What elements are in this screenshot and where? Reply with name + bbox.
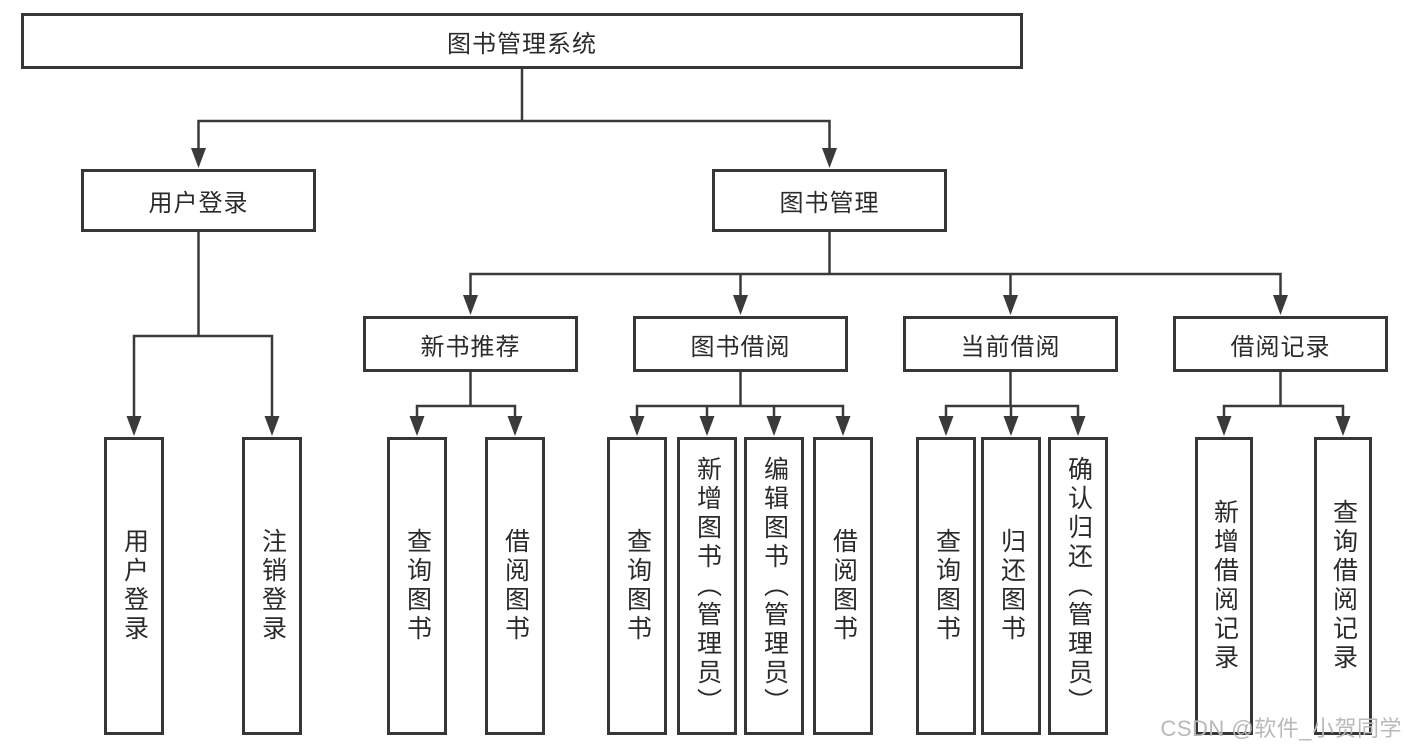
- node-borrow-record: 借阅记录: [1173, 316, 1388, 372]
- leaf-logout: 注销登录: [242, 437, 302, 735]
- leaf-add-borrow-record: 新增借阅记录: [1195, 437, 1253, 735]
- leaf-return-book: 归还图书: [981, 437, 1041, 735]
- watermark: CSDN @软件_小贺同学: [1160, 716, 1402, 741]
- node-root: 图书管理系统: [21, 13, 1023, 69]
- leaf-add-book-admin: 新增图书（管理员）: [677, 437, 737, 735]
- node-book-borrow: 图书借阅: [633, 316, 848, 372]
- leaf-edit-book-admin: 编辑图书（管理员）: [744, 437, 804, 735]
- leaf-query-book-recommend: 查询图书: [387, 437, 447, 735]
- leaf-query-book-borrow: 查询图书: [607, 437, 667, 735]
- node-book-management: 图书管理: [712, 169, 947, 232]
- leaf-borrow-book: 借阅图书: [813, 437, 873, 735]
- leaf-confirm-return-admin: 确认归还（管理员）: [1048, 437, 1108, 735]
- leaf-query-borrow-record: 查询借阅记录: [1314, 437, 1372, 735]
- leaf-user-login: 用户登录: [104, 437, 164, 735]
- leaf-query-book-current: 查询图书: [916, 437, 976, 735]
- node-current-borrow: 当前借阅: [903, 316, 1118, 372]
- leaf-borrow-book-recommend: 借阅图书: [485, 437, 545, 735]
- node-user-login: 用户登录: [81, 169, 316, 232]
- node-new-book-recommend: 新书推荐: [363, 316, 578, 372]
